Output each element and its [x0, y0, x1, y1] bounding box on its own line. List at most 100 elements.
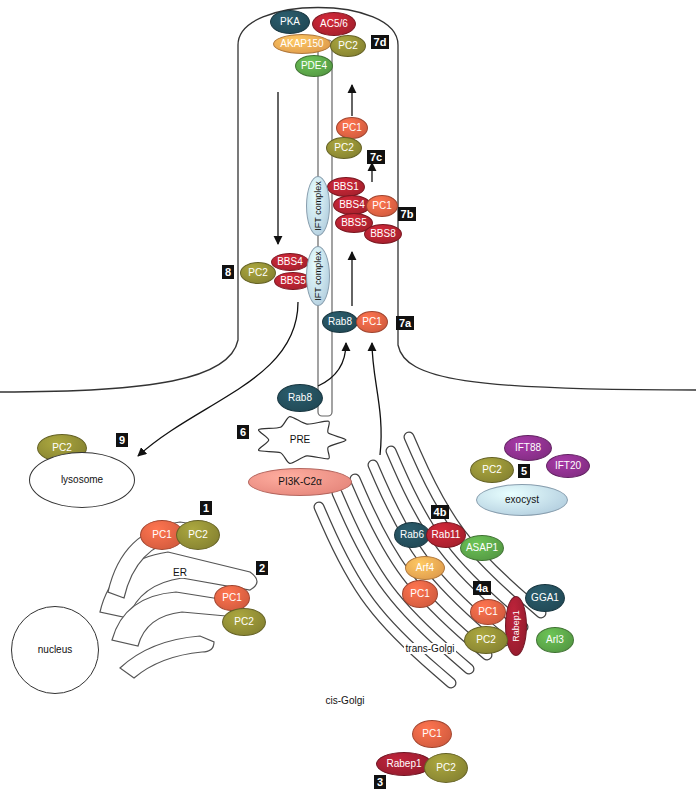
organelle-oval: lysosome — [29, 452, 135, 508]
callout-number: 7a — [396, 316, 414, 330]
protein-oval: AC5/6 — [312, 12, 356, 36]
node-label: PC1 — [410, 588, 429, 600]
protein-oval: AKAP150 — [273, 34, 331, 54]
node-text-group: PC1 — [152, 529, 171, 541]
node-label: BBS1 — [333, 181, 359, 193]
node-text-group: Rab6 — [400, 529, 424, 541]
callout-number: 5 — [518, 464, 530, 478]
protein-oval: BBS8 — [364, 224, 402, 244]
node-label: PC1 — [478, 606, 497, 618]
node-text-group: BBS1 — [333, 181, 359, 193]
protein-oval: PC2 — [326, 137, 362, 159]
callout-number: 2 — [256, 561, 268, 575]
protein-oval: BBS4 — [271, 253, 309, 271]
protein-oval: BBS1 — [327, 177, 365, 197]
er-membrane — [100, 522, 257, 678]
node-label: PC2 — [338, 40, 357, 52]
protein-oval: PC1 — [412, 720, 452, 748]
node-label: Arf4 — [416, 562, 434, 574]
node-text-group: PC2 — [436, 762, 455, 774]
node-label: IFT complex — [313, 181, 323, 230]
node-text-group: Arl3 — [546, 634, 564, 646]
node-label: AC5/6 — [320, 18, 348, 30]
protein-oval: IFT88 — [504, 435, 552, 461]
callout-number: 1 — [200, 501, 212, 515]
node-label: PC2 — [248, 267, 267, 279]
node-text-group: PC2 — [476, 634, 495, 646]
protein-oval: PC2 — [470, 457, 514, 483]
structure-label: cis-Golgi — [324, 695, 367, 706]
callout-number: 4b — [431, 505, 450, 519]
node-text-group: exocyst — [505, 494, 539, 506]
node-text-group: PC1 — [410, 588, 429, 600]
protein-oval: PC2 — [464, 626, 508, 654]
protein-oval: PC1 — [402, 580, 438, 608]
protein-oval: PC2 — [330, 35, 366, 57]
node-text-group: GGA1 — [531, 592, 559, 604]
node-text-group: PC1 — [422, 728, 441, 740]
node-label: IFT88 — [515, 442, 541, 454]
protein-oval: PC1 — [470, 599, 506, 625]
structure-label: ER — [171, 567, 189, 578]
protein-oval: Rab8 — [277, 384, 323, 412]
node-text-group: PDE4 — [301, 60, 327, 72]
protein-oval: PC2 — [424, 753, 468, 783]
node-text-group: PC1 — [478, 606, 497, 618]
node-text-group: PC1 — [342, 122, 361, 134]
protein-oval: Arf4 — [405, 556, 445, 580]
node-label: BBS5 — [280, 275, 306, 287]
node-text-group: Rabep1 — [386, 758, 421, 770]
node-label: Arl3 — [546, 634, 564, 646]
node-text-group: Rabep1 — [511, 610, 521, 642]
protein-oval: PKA — [270, 10, 310, 34]
protein-oval: ASAP1 — [460, 535, 504, 561]
node-text-group: BBS4 — [339, 199, 365, 211]
protein-oval: IFT complex — [306, 246, 330, 306]
node-label: BBS5 — [341, 217, 367, 229]
node-label: PC2 — [188, 529, 207, 541]
node-text-group: PC1 — [362, 316, 381, 328]
node-label: BBS8 — [370, 228, 396, 240]
node-text-group: BBS8 — [370, 228, 396, 240]
node-text-group: nucleus — [38, 644, 72, 656]
node-label: Rab6 — [400, 529, 424, 541]
golgi-stack — [319, 437, 541, 683]
node-label: Rabep1 — [386, 758, 421, 770]
node-label: PC2 — [436, 762, 455, 774]
node-label: PC1 — [362, 316, 381, 328]
node-label: IFT20 — [555, 460, 581, 472]
node-text-group: AKAP150 — [280, 38, 323, 50]
callout-number: 7b — [398, 207, 417, 221]
callout-number: 3 — [374, 775, 386, 789]
node-label: PC2 — [234, 616, 253, 628]
protein-oval: PC1 — [366, 195, 397, 217]
protein-oval: GGA1 — [525, 584, 565, 612]
node-label: Rab8 — [328, 316, 352, 328]
callout-number: 7d — [371, 35, 390, 49]
node-label: GGA1 — [531, 592, 559, 604]
node-label: PC1 — [222, 592, 241, 604]
node-label: Rab8 — [288, 392, 312, 404]
node-label: IFT complex — [313, 251, 323, 300]
node-label: BBS4 — [339, 199, 365, 211]
node-text-group: PC2 — [188, 529, 207, 541]
protein-oval: PC1 — [356, 311, 387, 333]
node-text-group: PKA — [280, 16, 300, 28]
node-label: ASAP1 — [466, 542, 498, 554]
recycling-endosome: PRE — [252, 414, 348, 466]
structure-label: trans-Golgi — [404, 643, 457, 654]
node-text-group: PI3K-C2α — [278, 476, 322, 488]
protein-oval: IFT complex — [306, 176, 330, 236]
callout-number: 6 — [237, 425, 249, 439]
node-label: Rabep1 — [511, 610, 521, 642]
node-text-group: Arf4 — [416, 562, 434, 574]
node-text-group: PC1 — [372, 200, 391, 212]
node-text-group: PC2 — [338, 40, 357, 52]
protein-oval: Rab6 — [394, 522, 430, 548]
node-label: PDE4 — [301, 60, 327, 72]
node-label: Rab11 — [432, 529, 461, 541]
protein-oval: PC2 — [222, 608, 266, 636]
protein-oval: Rab8 — [322, 311, 358, 333]
node-text-group: PC2 — [234, 616, 253, 628]
